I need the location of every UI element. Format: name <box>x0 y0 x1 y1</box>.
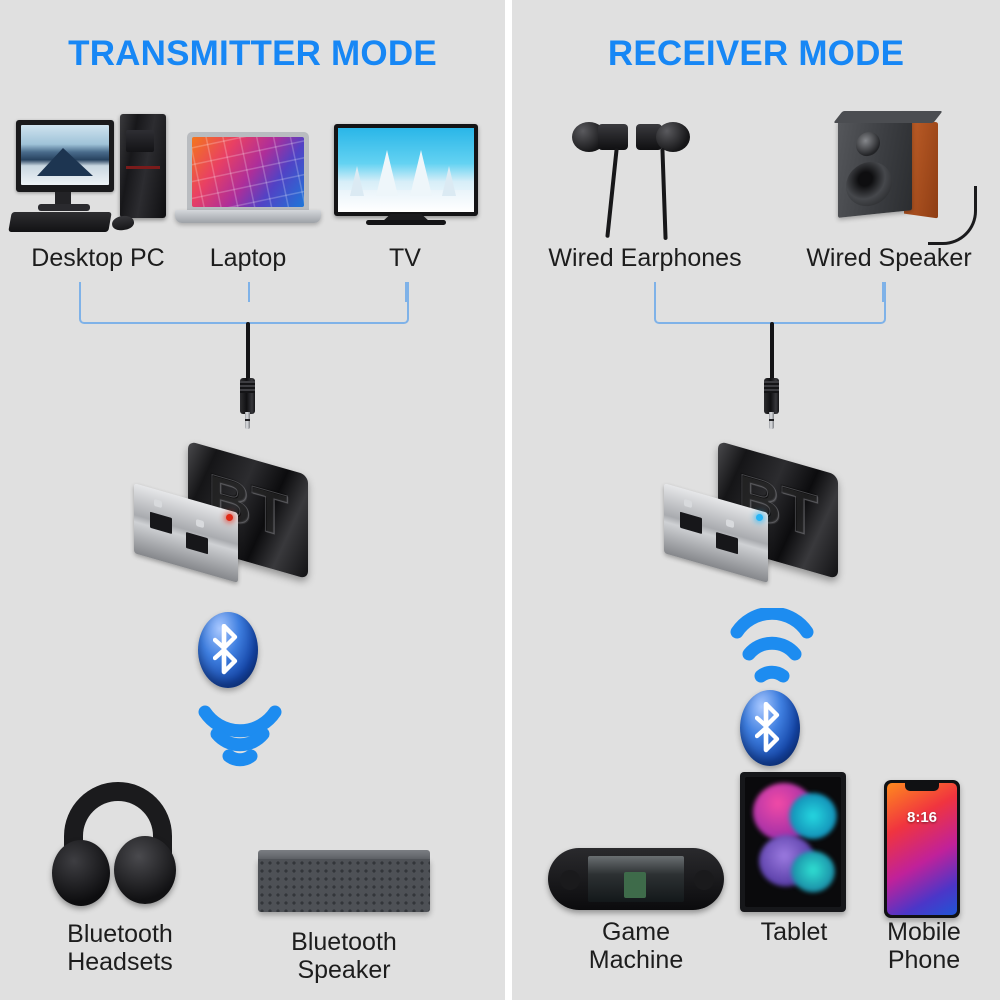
desktop-pc-icon <box>8 112 178 237</box>
connector-tick <box>405 282 407 302</box>
speaker-grille <box>258 859 430 912</box>
tv-screen <box>338 128 474 212</box>
laptop-lid <box>187 132 309 212</box>
earbud-body-left <box>598 124 628 150</box>
target-label-bluetooth-speaker: Bluetooth Speaker <box>291 928 397 984</box>
status-led-blue <box>756 514 763 521</box>
earbud-wire-left <box>605 148 619 238</box>
console-dpad <box>560 870 580 890</box>
tv-stand <box>382 214 430 222</box>
laptop-screen <box>192 137 304 207</box>
bluetooth-logo-icon <box>198 612 258 688</box>
speaker-cable <box>928 186 977 245</box>
tv-frame <box>334 124 478 216</box>
mobile-phone-icon: 8:16 <box>884 780 960 918</box>
tv-snow <box>338 190 474 212</box>
bt-adapter-receiver: BT <box>660 440 850 600</box>
console-screen <box>588 856 684 902</box>
jack-rings <box>764 381 779 393</box>
wireless-waves-down-icon <box>185 700 295 778</box>
bluetooth-speaker-icon <box>258 850 430 914</box>
wireless-waves-up-icon <box>717 608 827 686</box>
transmitter-mode-panel: TRANSMITTER MODE Desktop PC Laptop <box>0 0 505 1000</box>
game-machine-icon <box>548 848 724 910</box>
bluetooth-headset-icon <box>48 782 188 912</box>
phone-frame: 8:16 <box>884 780 960 918</box>
source-bracket <box>79 282 409 324</box>
tv-tree <box>442 166 456 196</box>
headset-earcup-left <box>52 840 110 906</box>
target-label-bluetooth-headsets: Bluetooth Headsets <box>67 920 173 976</box>
monitor-icon <box>16 120 114 192</box>
console-buttons <box>694 870 714 890</box>
panel-divider <box>505 0 512 1000</box>
source-label-tv: TV <box>389 244 421 272</box>
wired-speaker-icon <box>832 110 982 250</box>
bluetooth-logo-icon <box>740 690 800 766</box>
keyboard-icon <box>8 212 112 232</box>
connector-tick <box>882 282 884 302</box>
source-bracket <box>654 282 886 324</box>
bt-adapter-transmitter: BT <box>130 440 320 600</box>
phone-screen: 8:16 <box>887 783 957 915</box>
tablet-icon <box>740 772 846 912</box>
target-label-mobile-phone: Mobile Phone <box>887 918 961 974</box>
target-label-game-machine: Game Machine <box>588 918 684 974</box>
headset-earcup-right <box>114 836 176 904</box>
laptop-icon <box>175 128 325 228</box>
monitor-screen <box>21 125 109 185</box>
target-label-tablet: Tablet <box>760 918 828 946</box>
monitor-base <box>38 204 90 211</box>
phone-clock: 8:16 <box>906 809 938 826</box>
audio-jack-connector <box>764 378 779 414</box>
tablet-frame <box>740 772 846 912</box>
tv-tree <box>410 150 432 196</box>
audio-cable <box>246 322 250 382</box>
jack-pin <box>245 412 250 429</box>
speaker-top <box>833 111 943 123</box>
source-label-wired-speaker: Wired Speaker <box>806 244 972 272</box>
speaker-top <box>258 850 430 860</box>
receiver-mode-panel: RECEIVER MODE Wired Earphones Wired Spea… <box>512 0 1000 1000</box>
source-label-wired-earphones: Wired Earphones <box>548 244 742 272</box>
mouse-icon <box>111 214 135 232</box>
jack-rings <box>240 381 255 393</box>
laptop-base <box>175 210 321 223</box>
status-led-red <box>226 514 233 521</box>
tv-tree <box>376 150 398 196</box>
receiver-mode-title: RECEIVER MODE <box>607 34 905 73</box>
pc-tower-icon <box>120 114 166 218</box>
earbud-wire-right <box>660 147 668 241</box>
tablet-screen <box>745 777 841 907</box>
jack-pin <box>769 412 774 429</box>
monitor-stand <box>55 192 71 206</box>
audio-jack-connector <box>240 378 255 414</box>
earbud-tip-right <box>656 122 690 152</box>
wired-earphones-icon <box>564 112 724 242</box>
source-label-desktop-pc: Desktop PC <box>31 244 165 272</box>
audio-cable <box>770 322 774 382</box>
transmitter-mode-title: TRANSMITTER MODE <box>68 34 437 73</box>
tv-tree <box>350 166 364 196</box>
tv-foot <box>366 220 446 225</box>
tv-icon <box>330 120 485 230</box>
phone-notch <box>905 783 939 791</box>
connector-tick <box>248 282 250 302</box>
source-label-laptop: Laptop <box>209 244 287 272</box>
